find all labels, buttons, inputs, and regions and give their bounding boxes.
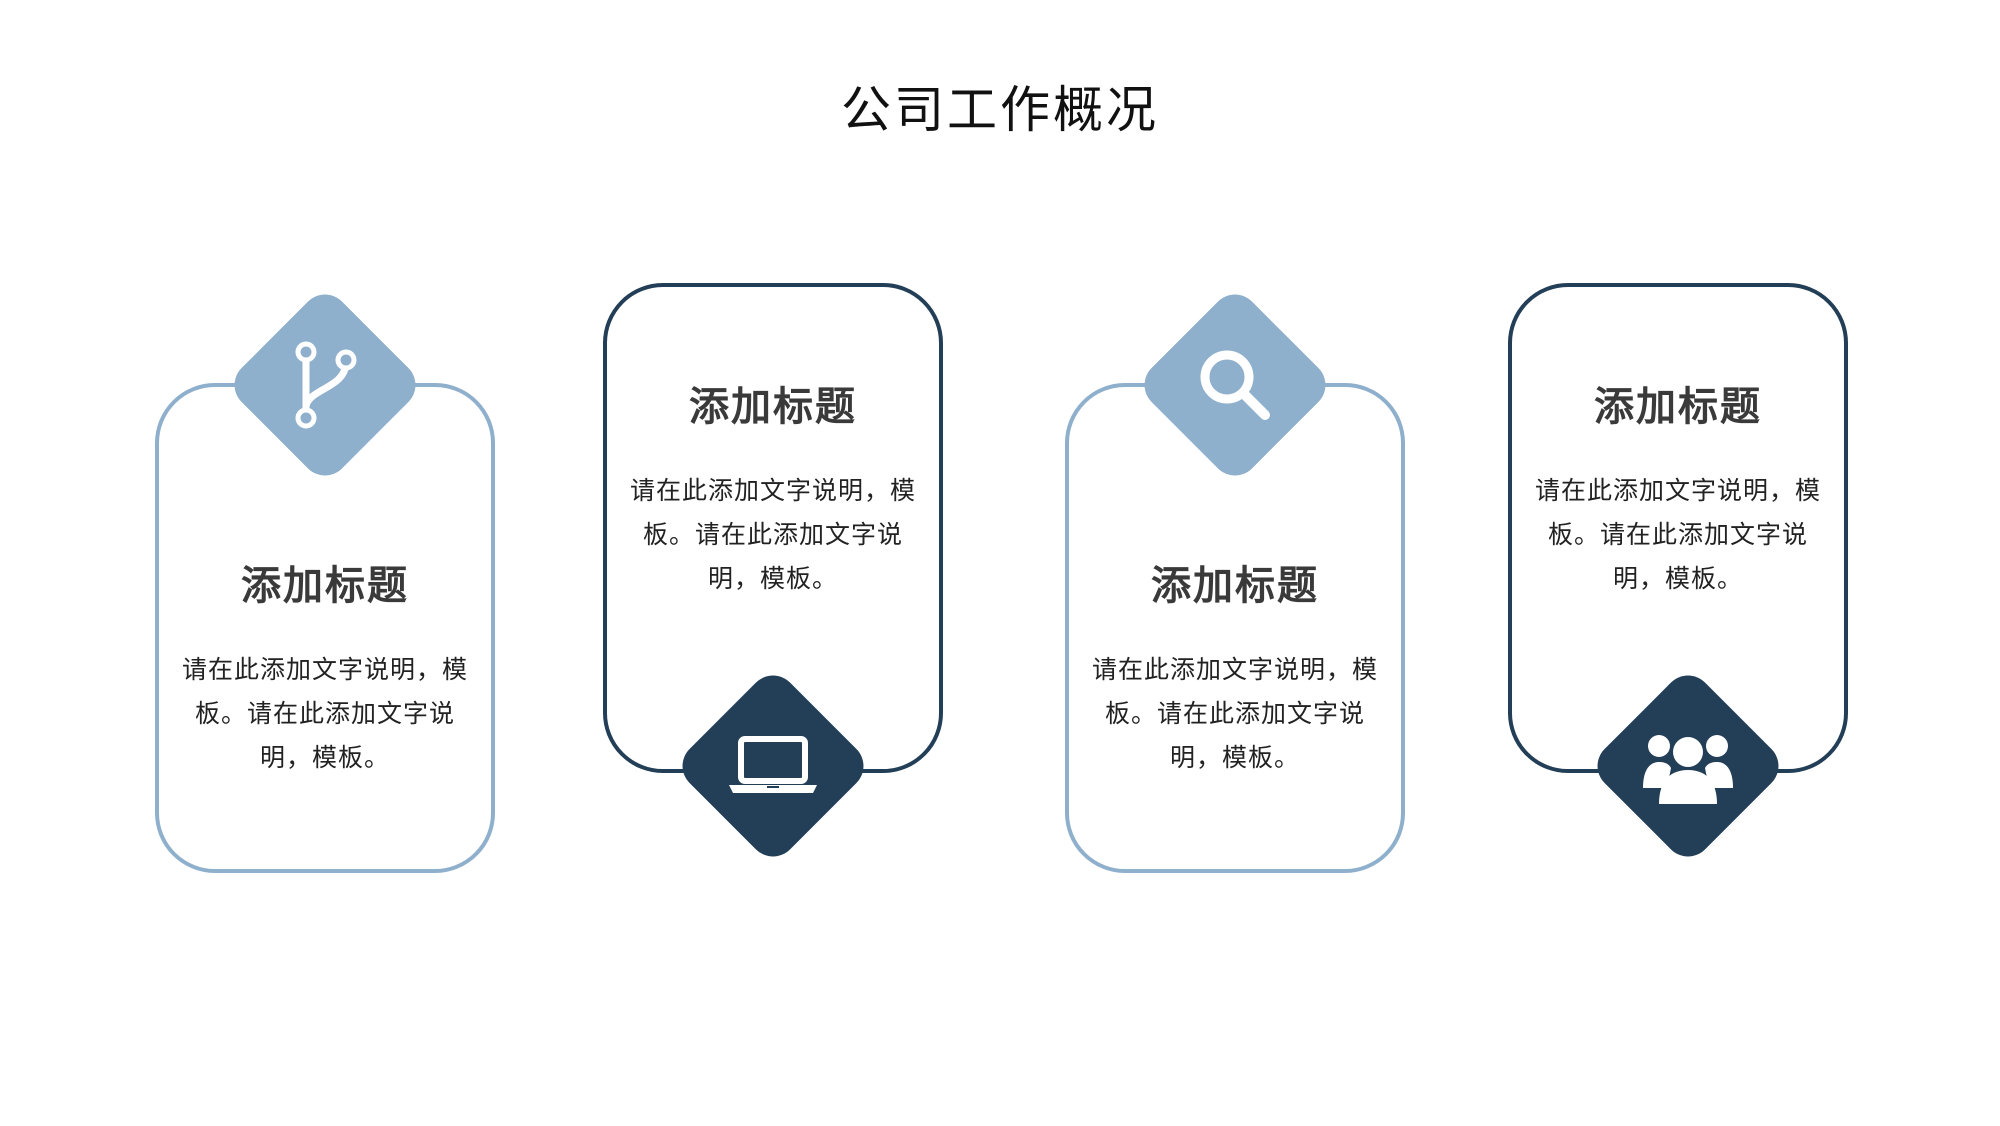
card-1-description: 请在此添加文字说明，模板。请在此添加文字说明，模板。 [181,655,468,772]
card-3-title: 添加标题 [1151,563,1319,609]
card-3-icon-badge [1134,284,1336,486]
laptop-icon [729,736,817,793]
card-2-description: 请在此添加文字说明，模板。请在此添加文字说明，模板。 [629,476,916,593]
card-4-description: 请在此添加文字说明，模板。请在此添加文字说明，模板。 [1534,476,1821,593]
card-4-title: 添加标题 [1594,384,1762,430]
card-3 [1065,383,1405,873]
card-1-icon-badge [224,284,426,486]
search-icon [1200,350,1270,420]
card-2-title: 添加标题 [689,384,857,430]
card-4-icon-badge [1587,665,1789,867]
users-icon [1643,735,1733,804]
card-1-title: 添加标题 [241,563,409,609]
page-title: 公司工作概况 [841,81,1159,139]
git-branch-icon [295,341,357,429]
card-2-icon-badge [672,665,874,867]
card-3-description: 请在此添加文字说明，模板。请在此添加文字说明，模板。 [1091,655,1378,772]
